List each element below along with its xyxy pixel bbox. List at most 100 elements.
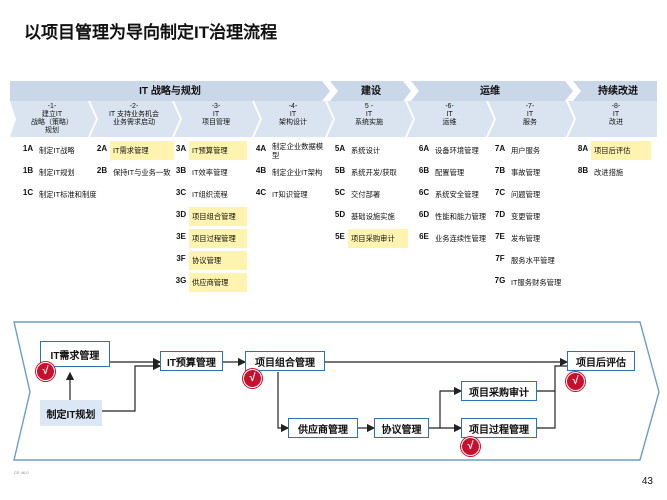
step-chevron-3 — [174, 101, 260, 137]
check-badge-icon: √ — [36, 362, 55, 381]
process-box: 制定企业IT架构 — [272, 168, 323, 177]
process-box: 设备环境管理 — [435, 146, 479, 155]
phase-banner-strategy — [10, 81, 330, 101]
process-box: 问题管理 — [511, 190, 541, 199]
process-box: 基础设施实施 — [351, 212, 395, 221]
flow-box-it-requirement: IT需求管理 — [40, 341, 110, 367]
process-box: 发布管理 — [511, 234, 541, 243]
process-box: 制定企业数据模型 — [272, 141, 324, 160]
process-code: 8B — [577, 166, 589, 175]
process-box: 供应商管理 — [189, 273, 247, 292]
process-code: 5D — [334, 210, 346, 219]
process-box: 系统设计 — [351, 146, 381, 155]
process-code: 3D — [175, 210, 187, 219]
process-code: 1C — [22, 188, 34, 197]
process-code: 3F — [176, 254, 186, 263]
step-chevron-6 — [407, 101, 494, 137]
process-box: 制定IT标准和制度 — [39, 190, 97, 199]
process-box: 系统安全管理 — [435, 190, 479, 199]
process-box: 服务水平管理 — [511, 256, 555, 265]
phase-label-ops: 运维 — [480, 86, 500, 97]
page-number: 43 — [641, 476, 653, 487]
process-code: 1A — [22, 144, 34, 153]
process-code: 6D — [418, 210, 430, 219]
process-box: IT知识管理 — [272, 190, 308, 199]
check-badge-icon: √ — [461, 437, 480, 456]
phase-label-strategy: IT 战略与规划 — [139, 86, 201, 97]
process-code: 7C — [494, 188, 506, 197]
step-header-7: -7- IT 服务 — [523, 103, 537, 126]
step-header-5: 5 - IT 系统实施 — [355, 103, 383, 126]
flow-box-project-process: 项目过程管理 — [461, 418, 537, 438]
process-box: 制定IT战略 — [39, 146, 75, 155]
process-code: 7G — [494, 276, 506, 285]
process-code: 7F — [495, 254, 505, 263]
flow-box-procurement-audit: 项目采购审计 — [461, 381, 537, 401]
process-code: 7A — [494, 144, 506, 153]
process-box: IT服务财务管理 — [511, 278, 562, 287]
process-box: 用户服务 — [511, 146, 541, 155]
step-header-8: -8- IT 改进 — [609, 103, 623, 126]
process-box: 配置管理 — [435, 168, 465, 177]
step-chevron-1 — [10, 101, 96, 137]
process-box: 制定IT规划 — [39, 168, 75, 177]
process-code: 5C — [334, 188, 346, 197]
process-box: 项目采购审计 — [348, 229, 408, 248]
process-code: 1B — [22, 166, 34, 175]
process-box: 变更管理 — [511, 212, 541, 221]
process-box: IT需求管理 — [110, 141, 174, 160]
process-box: IT效率管理 — [192, 168, 228, 177]
process-box: 项目组合管理 — [189, 207, 247, 226]
footer-tiny-text: CE 46.0 — [14, 470, 29, 475]
process-box: 事故管理 — [511, 168, 541, 177]
page-title: 以项目管理为导向制定IT治理流程 — [24, 23, 278, 42]
flow-box-portfolio: 项目组合管理 — [245, 351, 325, 371]
check-badge-icon: √ — [566, 372, 585, 391]
check-badge-icon: √ — [243, 369, 262, 388]
process-code: 6A — [418, 144, 430, 153]
phase-label-improve: 持续改进 — [598, 86, 638, 97]
process-box: 保持IT与业务一致 — [113, 168, 171, 177]
process-code: 5B — [334, 166, 346, 175]
step-header-6: -6- IT 运维 — [442, 103, 457, 126]
process-box: IT预算管理 — [189, 141, 247, 160]
process-box: 交付部署 — [351, 190, 381, 199]
process-code: 2A — [96, 144, 108, 153]
process-code: 3A — [175, 144, 187, 153]
step-header-3: -3- IT 项目管理 — [202, 103, 230, 126]
process-box: IT组织流程 — [192, 190, 228, 199]
process-code: 6B — [418, 166, 430, 175]
process-code: 4A — [255, 144, 267, 153]
flow-box-it-planning: 制定IT规划 — [40, 400, 102, 426]
process-code: 6C — [418, 188, 430, 197]
step-chevron-2 — [90, 101, 180, 137]
process-code: 5A — [334, 144, 346, 153]
flow-box-agreement: 协议管理 — [374, 418, 429, 438]
step-chevron-7 — [488, 101, 574, 137]
process-box: 性能和能力管理 — [435, 212, 487, 221]
phase-label-build: 建设 — [361, 86, 381, 97]
process-box: 改进措施 — [594, 168, 624, 177]
step-header-1: -1- 建立IT 战略（策略） 规划 — [31, 103, 73, 134]
process-code: 4B — [255, 166, 267, 175]
process-code: 5E — [335, 232, 345, 241]
process-code: 3B — [175, 166, 187, 175]
process-code: 3E — [176, 232, 186, 241]
step-chevron-4 — [254, 101, 333, 137]
step-header-2: -2- IT 支持业务机会 业务需求启动 — [108, 103, 160, 126]
process-code: 7B — [494, 166, 506, 175]
flow-box-it-budget: IT预算管理 — [160, 351, 223, 371]
step-chevron-5 — [327, 101, 413, 137]
step-header-4: -4- IT 架构设计 — [279, 103, 307, 126]
process-code: 8A — [577, 144, 589, 153]
phase-banner-improve — [573, 81, 657, 101]
process-code: 7E — [495, 232, 505, 241]
flow-arrows — [65, 357, 569, 433]
process-box: 协议管理 — [189, 251, 247, 270]
process-box: 业务连续性管理 — [435, 234, 487, 243]
process-box: 项目过程管理 — [189, 229, 247, 248]
process-code: 3G — [175, 276, 187, 285]
flow-box-supplier: 供应商管理 — [288, 418, 358, 438]
process-box: 项目后评估 — [591, 141, 651, 160]
